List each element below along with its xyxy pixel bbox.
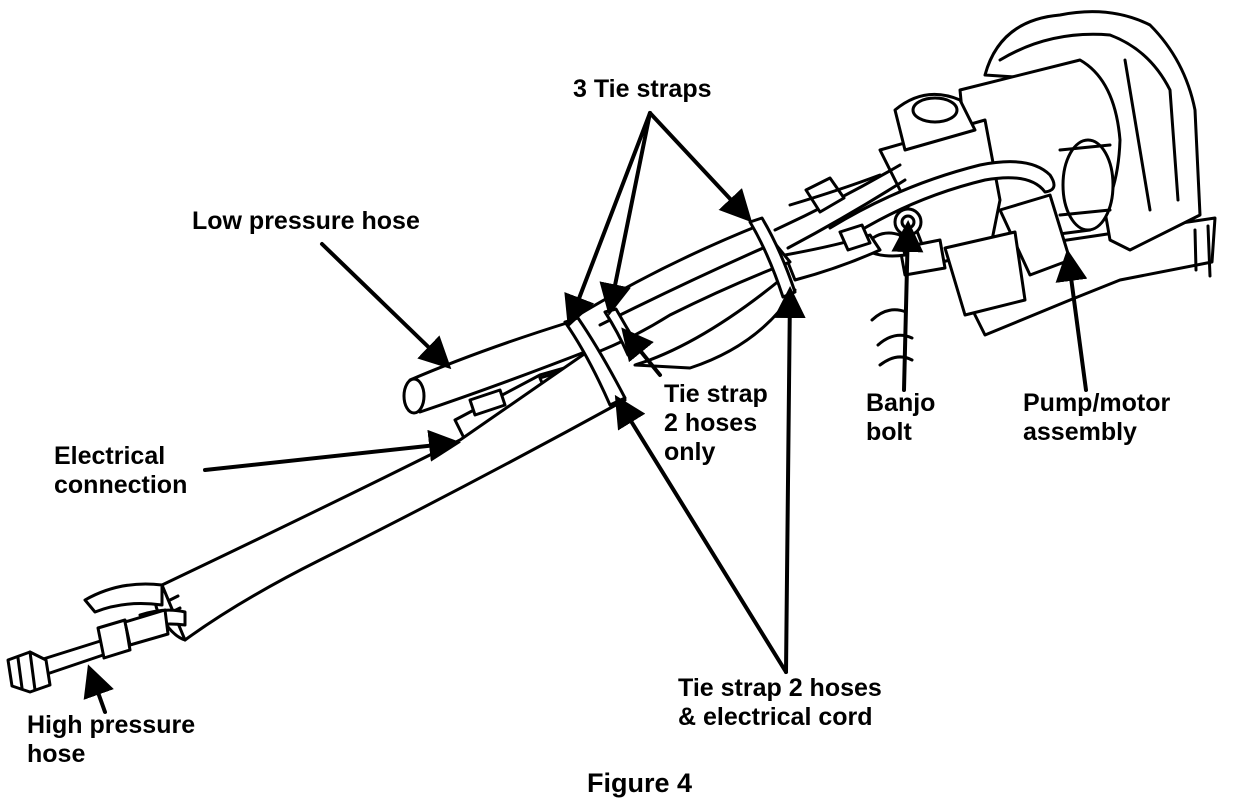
arrow-high-pressure-hose: [83, 664, 114, 714]
arrow-banjo-bolt: [891, 220, 924, 392]
figure-caption: Figure 4: [587, 768, 693, 798]
arrow-tie-strap-3: [648, 111, 753, 223]
label-electrical-connection-line2: connection: [54, 471, 188, 499]
arrow-low-pressure-hose: [320, 242, 452, 370]
label-low-pressure-hose: Low pressure hose: [192, 207, 420, 235]
label-tie-strap-2-hoses-electrical-cord: Tie strap 2 hoses & electrical cord: [678, 674, 882, 732]
leader-arrows: [83, 111, 1088, 714]
arrow-tie-strap-2: [599, 111, 652, 316]
label-tie-strap-2-hoses-only-line1: Tie strap: [664, 380, 768, 408]
hose-sleeve: [154, 348, 627, 642]
arrow-tie-strap-cord-1: [773, 286, 806, 674]
arrow-tie-strap-2-hoses-only: [621, 327, 662, 377]
label-tie-strap-2-hoses-only-line3: only: [664, 438, 716, 466]
label-high-pressure-hose: High pressure hose: [27, 711, 195, 769]
arrow-pump-motor: [1055, 249, 1088, 392]
label-banjo-bolt-line2: bolt: [866, 418, 912, 446]
pump-motor-assembly: [863, 10, 1217, 367]
arrow-tie-strap-1: [564, 111, 652, 328]
label-tie-strap-2-hoses-only-line2: 2 hoses: [664, 409, 758, 437]
hose-bundle: [568, 223, 797, 370]
label-pump-motor-assembly: Pump/motor assembly: [1023, 389, 1170, 447]
label-banjo-bolt: Banjo bolt: [866, 389, 935, 447]
hoses-near-pump: [773, 160, 1056, 282]
label-electrical-connection: Electrical connection: [54, 442, 187, 500]
high-pressure-hose-end: [6, 582, 187, 694]
label-pump-motor-assembly-line2: assembly: [1023, 418, 1137, 446]
label-pump-motor-assembly-line1: Pump/motor: [1023, 389, 1171, 417]
arrow-electrical-connection: [203, 429, 461, 472]
label-3-tie-straps: 3 Tie straps: [573, 75, 712, 103]
label-high-pressure-hose-line1: High pressure: [27, 711, 196, 739]
label-high-pressure-hose-line2: hose: [27, 740, 86, 768]
label-tie-strap-2-hoses-electrical-cord-line1: Tie strap 2 hoses: [678, 674, 882, 702]
label-tie-strap-2-hoses-electrical-cord-line2: & electrical cord: [678, 703, 873, 731]
label-electrical-connection-line1: Electrical: [54, 442, 166, 470]
arrow-tie-strap-cord-2: [614, 394, 788, 674]
label-banjo-bolt-line1: Banjo: [866, 389, 936, 417]
label-tie-strap-2-hoses-only: Tie strap 2 hoses only: [664, 380, 768, 467]
